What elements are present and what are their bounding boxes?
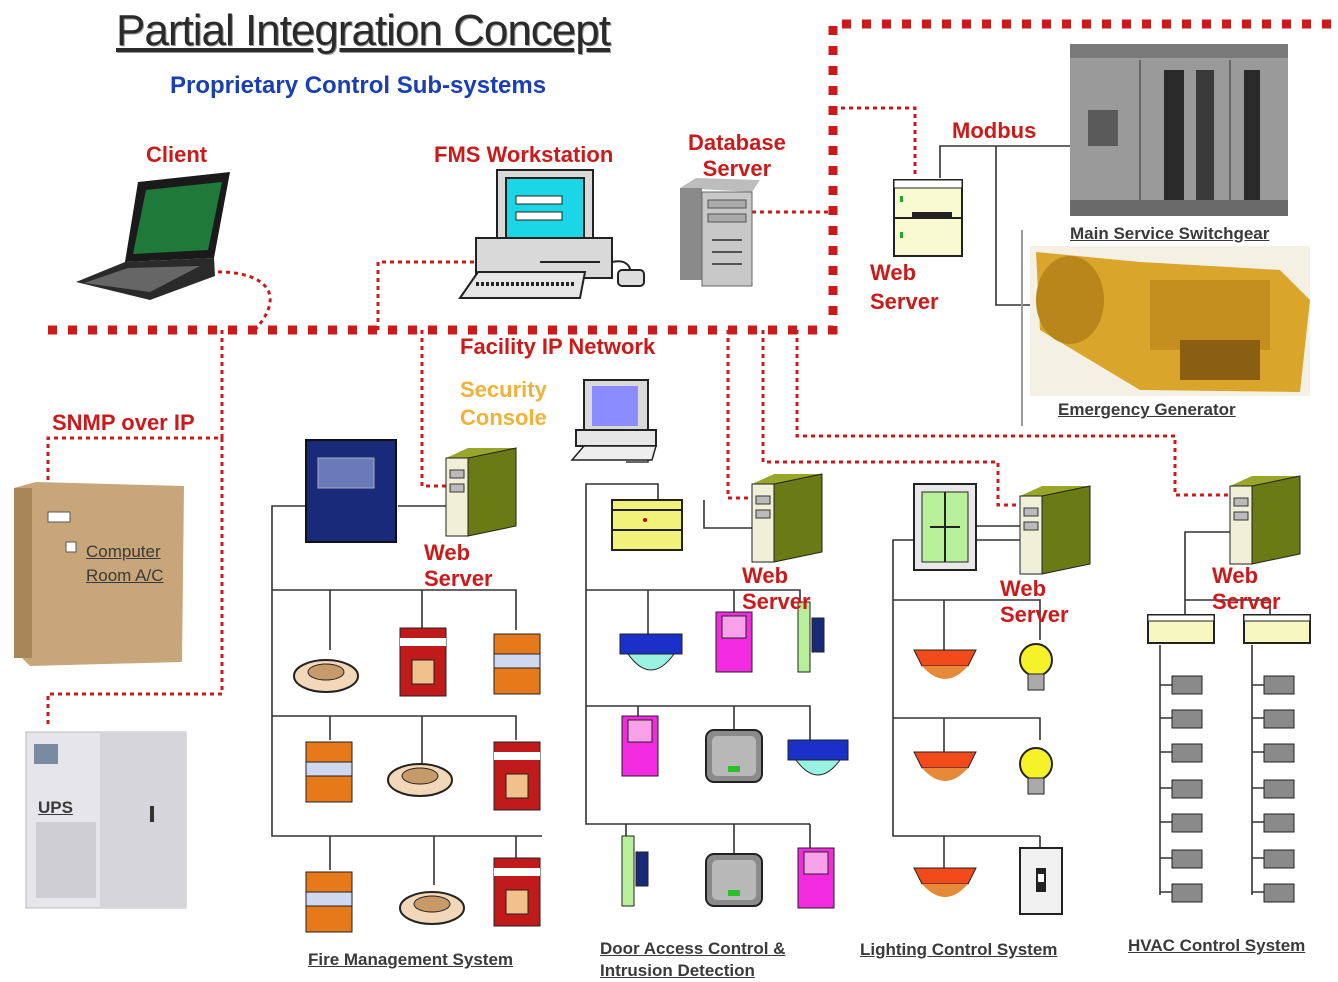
computer-room-ac-caption: Computer Room A/C: [86, 542, 164, 585]
security-console-label: Security Console: [460, 377, 547, 430]
ups-image: [25, 731, 187, 909]
horn-strobe-icon: [305, 633, 541, 933]
light-bulb-icon: [1019, 643, 1053, 795]
client-label: Client: [146, 142, 208, 167]
page-title: Partial Integration Concept: [116, 6, 611, 55]
ups-caption: UPS: [38, 798, 73, 817]
emergency-generator-caption: Emergency Generator: [1058, 400, 1236, 419]
computer-room-ac-image: [14, 482, 184, 666]
web-server-lighting-label: Web Server: [1000, 576, 1069, 627]
lighting-control-caption: Lighting Control System: [860, 940, 1058, 959]
intrusion-panel-icon: [611, 499, 683, 551]
hvac-sensor-icon: [1171, 675, 1295, 903]
hvac-control-caption: HVAC Control System: [1128, 936, 1306, 955]
facility-ip-network-line: [48, 19, 1338, 335]
security-console-icon: [570, 379, 657, 461]
switchgear-image: [1070, 44, 1288, 216]
snmp-over-ip-label: SNMP over IP: [52, 410, 195, 435]
web-server-tower-hvac: [1229, 475, 1301, 565]
fms-workstation-label: FMS Workstation: [434, 142, 614, 167]
hvac-controller-icon: [1147, 614, 1311, 644]
modbus-label: Modbus: [952, 118, 1037, 143]
fire-management-caption: Fire Management System: [308, 950, 514, 969]
gateway-icon-top: [893, 179, 963, 257]
fire-alarm-panel-icon: [305, 439, 397, 543]
keypad-icon: [705, 729, 763, 907]
motion-sensor-icon: [619, 633, 849, 776]
database-server-label: Database Server: [688, 130, 786, 181]
web-server-tower-fire: [445, 447, 517, 537]
web-server-tower-door: [751, 473, 823, 563]
database-server-icon: [680, 178, 760, 287]
web-server-top-label: Web Server: [870, 260, 939, 314]
web-server-door-label: Web Server: [742, 563, 811, 614]
door-access-caption: Door Access Control & Intrusion Detectio…: [600, 939, 786, 980]
door-contact-icon: [621, 601, 825, 907]
smoke-detector-icon: [293, 659, 465, 925]
laptop-icon: [76, 172, 230, 300]
lighting-panel-icon: [913, 483, 977, 571]
main-service-switchgear-caption: Main Service Switchgear: [1070, 224, 1270, 243]
network-drop-links: [46, 106, 1232, 728]
card-reader-icon: [621, 611, 835, 909]
workstation-icon: [458, 169, 645, 299]
web-server-tower-lighting: [1019, 485, 1091, 575]
generator-image: [1021, 230, 1310, 426]
device-wiring: [271, 145, 1271, 895]
wall-switch-icon: [1019, 847, 1063, 915]
subtitle: Proprietary Control Sub-systems: [170, 72, 547, 99]
facility-ip-network-label: Facility IP Network: [460, 334, 656, 359]
pull-station-icon: [399, 627, 541, 927]
web-server-hvac-label: Web Server: [1212, 563, 1281, 614]
web-server-fire-label: Web Server: [424, 540, 493, 591]
light-fixture-icon: [913, 649, 977, 897]
